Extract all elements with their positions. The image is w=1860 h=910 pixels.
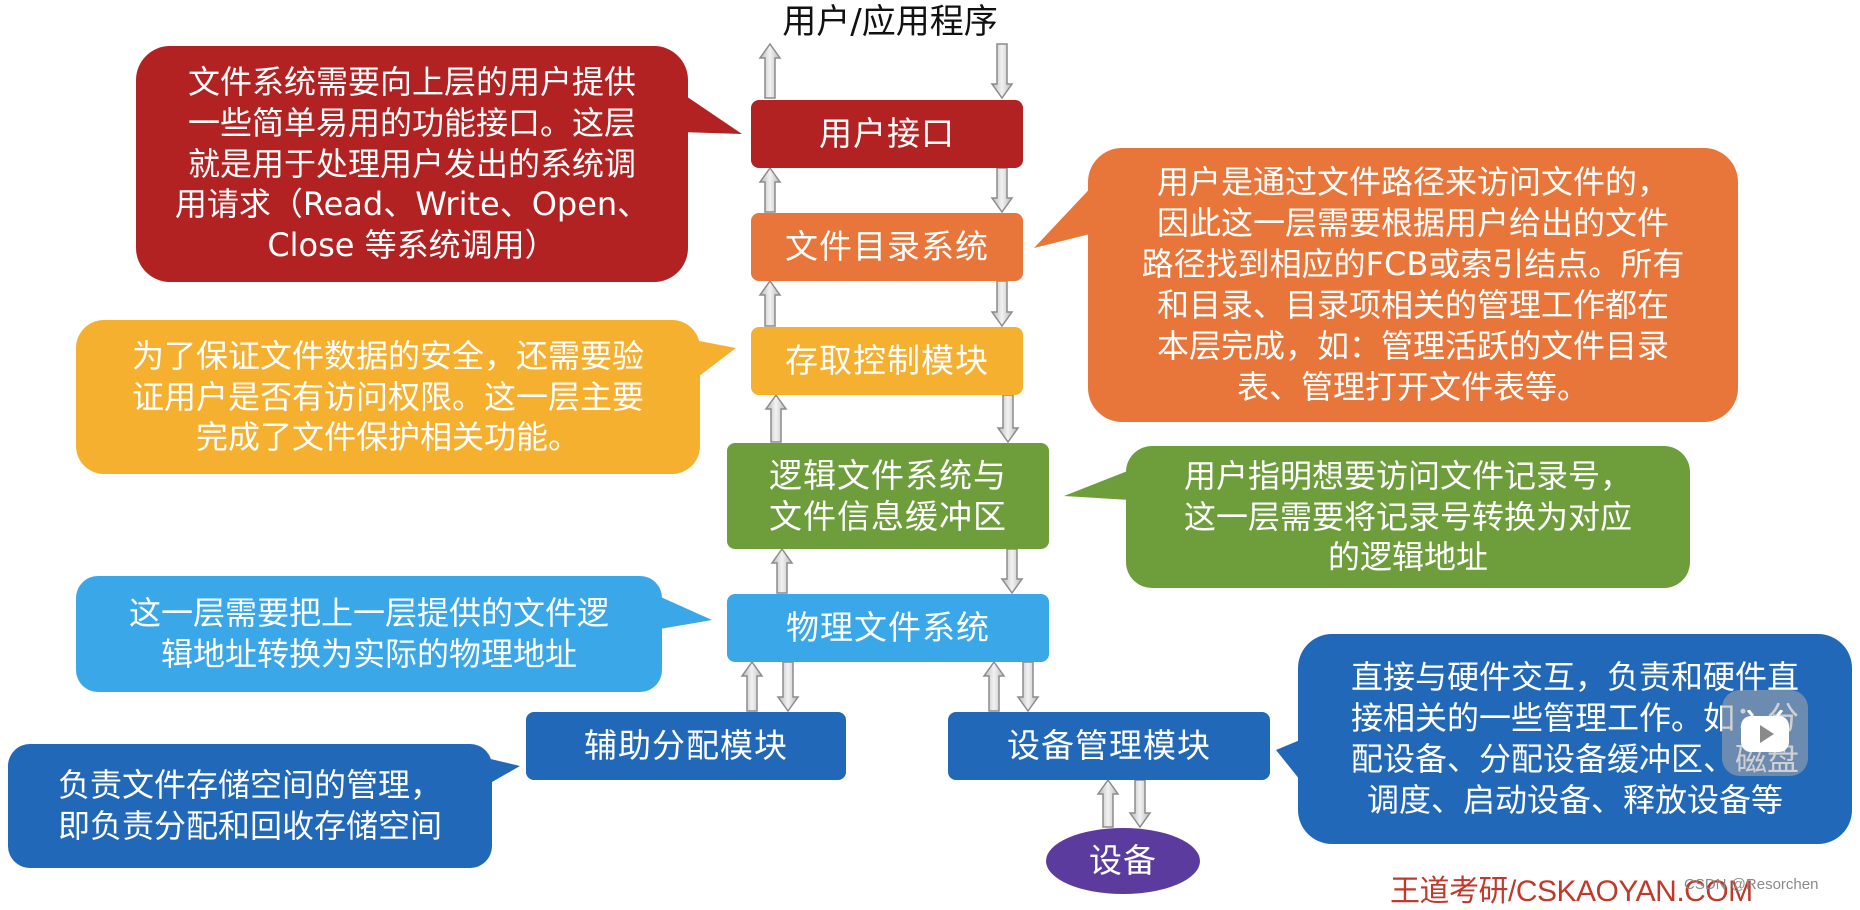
layer-label: 设备 bbox=[1089, 841, 1157, 881]
flow-arrow bbox=[758, 279, 782, 327]
watermark-text: CSDN @Resorchen bbox=[1684, 876, 1819, 893]
callout-alloc: 负责文件存储空间的管理， 即负责分配和回收存储空间 bbox=[8, 744, 492, 868]
callout-text: 这一层需要把上一层提供的文件逻 辑地址转换为实际的物理地址 bbox=[128, 594, 609, 673]
flow-arrow bbox=[982, 660, 1006, 712]
callout-user-interface: 文件系统需要向上层的用户提供 一些简单易用的功能接口。这层 就是用于处理用户发出… bbox=[136, 46, 688, 282]
layer-label: 逻辑文件系统与 文件信息缓冲区 bbox=[769, 455, 1007, 536]
callout-text: 用户指明想要访问文件记录号， 这一层需要将记录号转换为对应 的逻辑地址 bbox=[1183, 456, 1632, 577]
layer-access-control: 存取控制模块 bbox=[751, 327, 1023, 395]
callout-logical-fs: 用户指明想要访问文件记录号， 这一层需要将记录号转换为对应 的逻辑地址 bbox=[1126, 446, 1690, 588]
callout-text: 负责文件存储空间的管理， 即负责分配和回收存储空间 bbox=[57, 766, 442, 845]
callout-directory: 用户是通过文件路径来访问文件的， 因此这一层需要根据用户给出的文件 路径找到相应… bbox=[1088, 148, 1738, 422]
flow-arrow bbox=[764, 393, 788, 443]
flow-arrow bbox=[1128, 779, 1152, 829]
flow-arrow bbox=[776, 661, 800, 713]
callout-text: 用户是通过文件路径来访问文件的， 因此这一层需要根据用户给出的文件 路径找到相应… bbox=[1141, 163, 1685, 406]
flow-arrow bbox=[1096, 778, 1120, 828]
layer-label: 存取控制模块 bbox=[785, 341, 989, 381]
layer-label: 辅助分配模块 bbox=[584, 726, 788, 766]
layer-label: 文件目录系统 bbox=[785, 227, 989, 267]
layer-user-interface: 用户接口 bbox=[751, 100, 1023, 168]
play-icon[interactable] bbox=[1722, 690, 1808, 776]
flow-arrow bbox=[1000, 548, 1024, 595]
flow-arrow bbox=[996, 394, 1020, 444]
layer-label: 用户接口 bbox=[819, 114, 955, 154]
top-label-application: 用户/应用程序 bbox=[782, 2, 998, 42]
video-icon bbox=[1741, 710, 1789, 752]
flow-arrow bbox=[770, 547, 794, 594]
callout-text: 文件系统需要向上层的用户提供 一些简单易用的功能接口。这层 就是用于处理用户发出… bbox=[174, 62, 650, 265]
callout-access-control: 为了保证文件数据的安全，还需要验 证用户是否有访问权限。这一层主要 完成了文件保… bbox=[76, 320, 700, 474]
layer-directory-system: 文件目录系统 bbox=[751, 213, 1023, 281]
layer-alloc-module: 辅助分配模块 bbox=[526, 712, 846, 780]
layer-device: 设备 bbox=[1046, 828, 1200, 894]
flow-arrow bbox=[758, 166, 782, 213]
flow-arrow bbox=[1016, 661, 1040, 713]
flow-arrow bbox=[990, 167, 1014, 214]
flow-arrow bbox=[740, 660, 764, 712]
layer-physical-fs: 物理文件系统 bbox=[727, 594, 1049, 662]
brand-text: 王道考研/CSKAOYAN.COM bbox=[1390, 875, 1753, 908]
layer-device-mgmt: 设备管理模块 bbox=[948, 712, 1270, 780]
flow-arrow bbox=[990, 280, 1014, 328]
layer-label: 物理文件系统 bbox=[786, 608, 990, 648]
callout-text: 为了保证文件数据的安全，还需要验 证用户是否有访问权限。这一层主要 完成了文件保… bbox=[131, 336, 644, 457]
layer-label: 设备管理模块 bbox=[1007, 726, 1211, 766]
callout-text: 直接与硬件交互，负责和硬件直 接相关的一些管理工作。如：分 配设备、分配设备缓冲… bbox=[1350, 658, 1799, 819]
flow-arrow bbox=[758, 42, 782, 99]
callout-physical-fs: 这一层需要把上一层提供的文件逻 辑地址转换为实际的物理地址 bbox=[76, 576, 662, 692]
layer-logical-fs: 逻辑文件系统与 文件信息缓冲区 bbox=[727, 443, 1049, 549]
flow-arrow bbox=[990, 43, 1014, 100]
